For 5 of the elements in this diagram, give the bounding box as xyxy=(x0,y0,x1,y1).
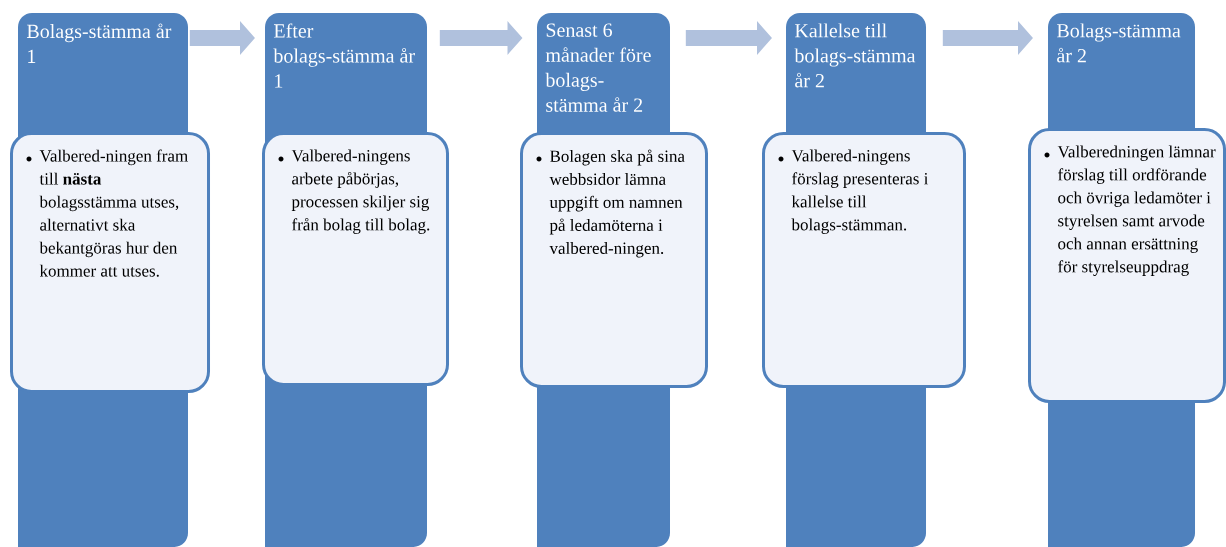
text-card: Valbered-ningens förslag presenteras i kallelse till bolags-stämman. xyxy=(762,132,966,388)
text-card: Valberedningen lämnar förslag till ordförande och övriga ledamöter i styrelsen samt arvode och annan ersättning för styrelseuppdrag xyxy=(1028,128,1226,403)
text-card: Valbered-ningens arbete påbörjas, processen skiljer sig från bolag till bolag. xyxy=(262,132,449,386)
text-card: Bolagen ska på sina webbsidor lämna uppgift om namnen på ledamöterna i valbered-ningen. xyxy=(520,132,708,388)
text-card: Valbered-ningen fram till nästa bolagsstämma utses, alternativt ska bekantgöras hur den kommer att utses. xyxy=(10,132,210,393)
